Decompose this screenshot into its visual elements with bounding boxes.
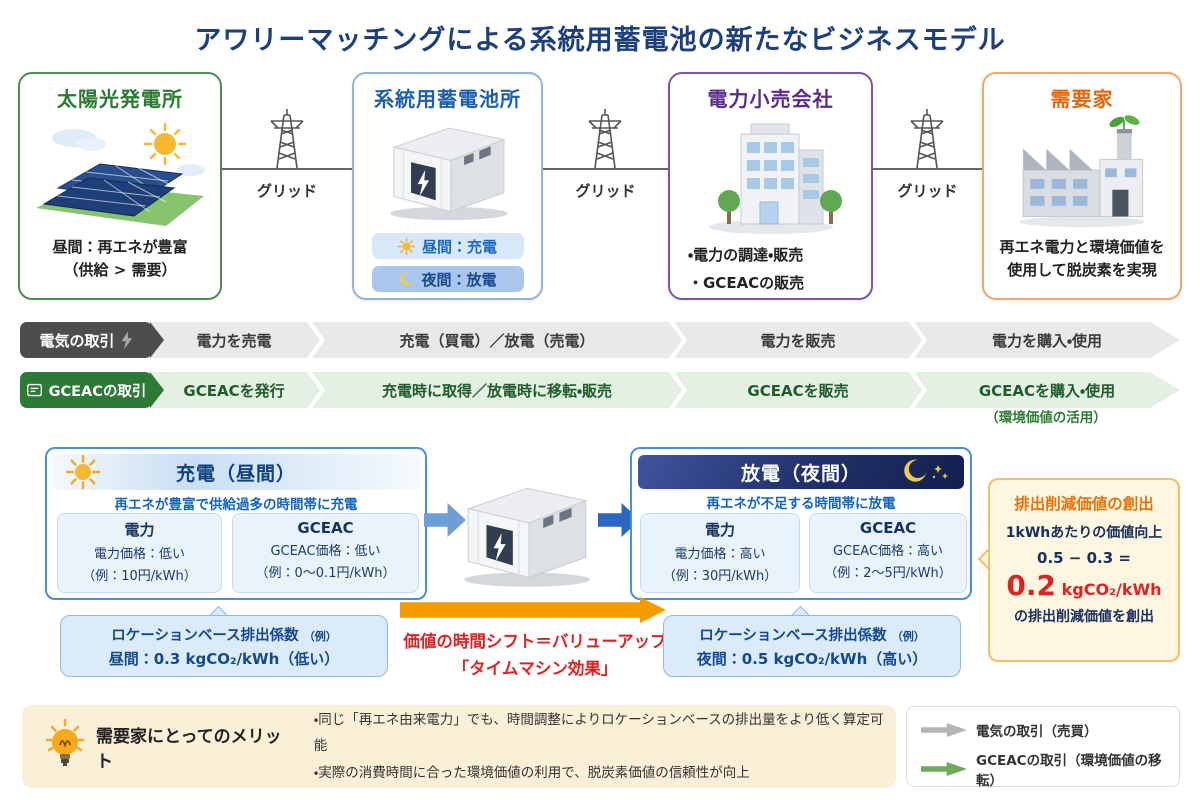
pill-daytime-charge: 昼間：充電 (371, 233, 524, 259)
discharge-gceac-card: GCEAC GCEAC価格：高い （例：2〜5円/kWh） (809, 513, 967, 593)
flow-segment: GCEACを発行 (148, 372, 320, 408)
retailer-title: 電力小売会社 (707, 87, 834, 111)
transmission-tower-icon (270, 109, 304, 169)
flow-segment: 充電（買電）／放電（売電） (312, 322, 682, 358)
emission-factor-bubble-day: ロケーションベース排出係数 （例） 昼間：0.3 kgCO₂/kWh（低い） (60, 615, 388, 677)
flow-segment: 電力を販売 (674, 322, 922, 358)
value-shift-caption: 価値の時間シフト＝バリューアップ 「タイムマシン効果」 (403, 632, 667, 679)
charge-panel-subtitle: 再エネが豊富で供給過多の時間帯に充電 (114, 497, 358, 513)
charge-panel-header: 充電（昼間） (52, 454, 420, 490)
sun-icon (397, 237, 415, 255)
transmission-tower-icon (910, 109, 944, 169)
solar-plant-description: 昼間：再エネが豊富 （供給 > 需要） (52, 238, 188, 280)
gceac-flow-label: GCEACの取引 (20, 372, 164, 408)
value-creation-title: 排出削減価値の創出 (1014, 495, 1154, 513)
flow-segment: GCEACを販売 (674, 372, 922, 408)
retailer-illustration (670, 112, 871, 238)
charge-panel-title: 充電（昼間） (175, 462, 296, 485)
emission-factor-bubble-night: ロケーションベース排出係数 （例） 夜間：0.5 kgCO₂/kWh（高い） (663, 615, 961, 677)
discharge-panel-title: 放電（夜間） (740, 462, 861, 485)
battery-illustration (450, 466, 602, 600)
battery-station-card: 系統用蓄電池所 (352, 72, 543, 300)
bolt-icon (121, 331, 132, 349)
solar-panels-icon (36, 122, 205, 226)
consumer-description: 再エネ電力と環境価値を 使用して脱炭素を実現 (999, 238, 1165, 280)
moon-stars-icon (904, 459, 949, 482)
gceac-flow-note: （環境価値の活用） (985, 410, 1107, 426)
consumer-illustration (984, 112, 1180, 230)
legend-row-gceac: GCEACの取引（環境価値の移転） (921, 749, 1179, 789)
transmission-tower-icon (588, 109, 622, 169)
electric-flow-row: 電気の取引 電力を売電 充電（買電）／放電（売電） 電力を販売 電力を購入・使用 (20, 322, 1180, 358)
charge-gceac-card: GCEAC GCEAC価格：低い （例：0〜0.1円/kWh） (232, 513, 419, 593)
charge-panel: 充電（昼間） 再エネが豊富で供給過多の時間帯に充電 電力 電力価格：低い （例：… (45, 447, 427, 600)
legend-row-electric: 電気の取引（売買） (921, 720, 1179, 740)
solar-plant-card: 太陽光発電所 (18, 72, 222, 300)
value-shift-arrow (400, 597, 666, 623)
battery-container-icon (464, 487, 590, 587)
battery-station-illustration (354, 112, 541, 224)
merit-bullets: ・同じ「再エネ由来電力」でも、時間調整によりロケーションベースの排出量をより低く… (313, 712, 884, 781)
flow-segment: GCEACを購入・使用 (914, 372, 1180, 408)
solar-plant-illustration (20, 112, 220, 230)
page-title: アワリーマッチングによる系統用蓄電池の新たなビジネスモデル (194, 25, 1006, 56)
value-creation-callout: 排出削減価値の創出 1kWhあたりの価値向上 0.5 − 0.3 = 0.2 k… (988, 478, 1180, 662)
factory-icon (1019, 115, 1145, 228)
electric-flow-label: 電気の取引 (20, 322, 164, 358)
office-building-icon (708, 123, 842, 234)
grid-line (543, 168, 668, 170)
solar-plant-title: 太陽光発電所 (57, 87, 183, 111)
charge-power-card: 電力 電力価格：低い （例：10円/kWh） (57, 513, 222, 593)
consumer-card: 需要家 (982, 72, 1182, 300)
battery-container-icon (389, 127, 508, 221)
flow-segment: 充電時に取得／放電時に移転・販売 (312, 372, 682, 408)
grid-line (222, 168, 352, 170)
merit-panel: 需要家にとってのメリット ・同じ「再エネ由来電力」でも、時間調整によりロケーショ… (22, 705, 896, 788)
discharge-panel-subtitle: 再エネが不足する時間帯に放電 (706, 496, 896, 512)
retailer-bullets: ・電力の調達・販売 ・GCEACの販売 (688, 246, 805, 292)
consumer-title: 需要家 (1050, 87, 1114, 111)
discharge-power-card: 電力 電力価格：高い （例：30円/kWh） (640, 513, 800, 593)
grid-line (873, 168, 982, 170)
flow-segment: 電力を売電 (148, 322, 320, 358)
gray-arrow-icon (921, 723, 967, 737)
discharge-panel: 放電（夜間） 再エネが不足する時間帯に放電 電力 電力価格：高い （例：30円/… (630, 447, 972, 600)
discharge-panel-header: 放電（夜間） (638, 455, 964, 489)
green-arrow-icon (921, 762, 967, 776)
pill-night-discharge: 夜間：放電 (371, 266, 524, 292)
moon-icon (400, 272, 414, 286)
grid-label: グリッド (897, 182, 958, 200)
certificate-icon (26, 383, 42, 396)
retailer-card: 電力小売会社 ・電力の調達・販売 ・GCEACの販売 (668, 72, 873, 300)
legend-panel: 電気の取引（売買） GCEACの取引（環境価値の移転） (906, 706, 1180, 789)
grid-label: グリッド (575, 182, 636, 200)
merit-title: 需要家にとってのメリット (96, 726, 282, 772)
grid-label: グリッド (256, 182, 317, 200)
lightbulb-icon (45, 718, 85, 766)
gceac-flow-row: GCEACの取引 GCEACを発行 充電時に取得／放電時に移転・販売 GCEAC… (20, 372, 1180, 426)
flow-segment: 電力を購入・使用 (914, 322, 1180, 358)
battery-station-title: 系統用蓄電池所 (374, 87, 521, 111)
value-creation-result: 0.2 kgCO₂/kWh (1006, 569, 1162, 602)
sun-icon (66, 455, 100, 489)
